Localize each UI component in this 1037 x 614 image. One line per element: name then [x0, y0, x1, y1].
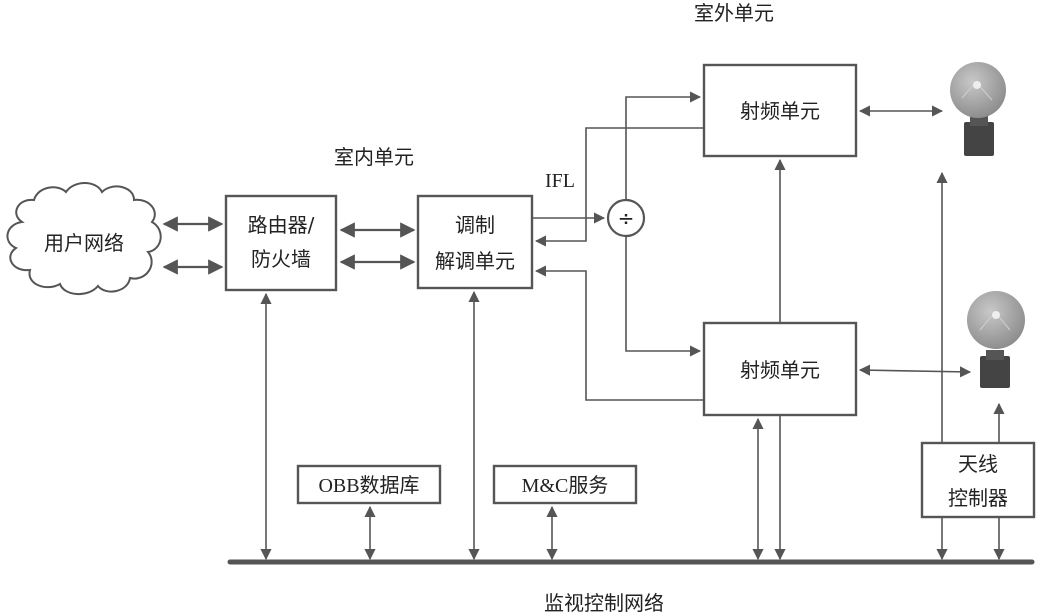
- antenna-controller-label-line1: 天线: [958, 452, 998, 476]
- antenna-top-icon: [950, 62, 1006, 156]
- mc-service-box: M&C服务: [492, 464, 638, 505]
- rf-unit-top-box: 射频单元: [702, 63, 858, 158]
- antenna-controller-label-line2: 控制器: [948, 486, 1008, 510]
- rf-unit-top-label: 射频单元: [740, 99, 820, 123]
- outdoor-unit-title: 室外单元: [694, 1, 774, 25]
- splitter-symbol: ÷: [618, 206, 635, 230]
- ifl-label: IFL: [545, 170, 575, 192]
- modem-label-line2: 解调单元: [435, 249, 515, 273]
- rf-unit-bottom-label: 射频单元: [740, 358, 820, 382]
- indoor-unit-title: 室内单元: [334, 145, 414, 169]
- modem-label-line1: 调制: [455, 213, 495, 237]
- user-network-label: 用户网络: [44, 231, 124, 255]
- obb-database-box: OBB数据库: [296, 464, 442, 505]
- splitter-to-rf-bottom-link: [625, 236, 702, 357]
- rf-top-return-link: [534, 127, 704, 247]
- antenna-controller-box: 天线 控制器: [920, 441, 1036, 519]
- mc-service-label: M&C服务: [522, 474, 609, 497]
- rf-bottom-return-link: [534, 265, 704, 401]
- router-label-line2: 防火墙: [251, 247, 311, 271]
- antenna-bottom-icon: [967, 291, 1025, 388]
- user-network-cloud: 用户网络: [6, 182, 162, 295]
- router-label-line1: 路由器/: [248, 213, 315, 237]
- splitter-node: ÷: [606, 198, 646, 238]
- splitter-to-rf-top-link: [625, 91, 702, 200]
- rf-bottom-antenna-link: [858, 364, 972, 378]
- router-firewall-box: 路由器/ 防火墙: [224, 194, 338, 292]
- modem-unit-box: 调制 解调单元: [416, 194, 534, 290]
- monitoring-network-label: 监视控制网络: [544, 591, 664, 614]
- obb-database-label: OBB数据库: [318, 474, 419, 497]
- rf-unit-bottom-box: 射频单元: [702, 321, 858, 417]
